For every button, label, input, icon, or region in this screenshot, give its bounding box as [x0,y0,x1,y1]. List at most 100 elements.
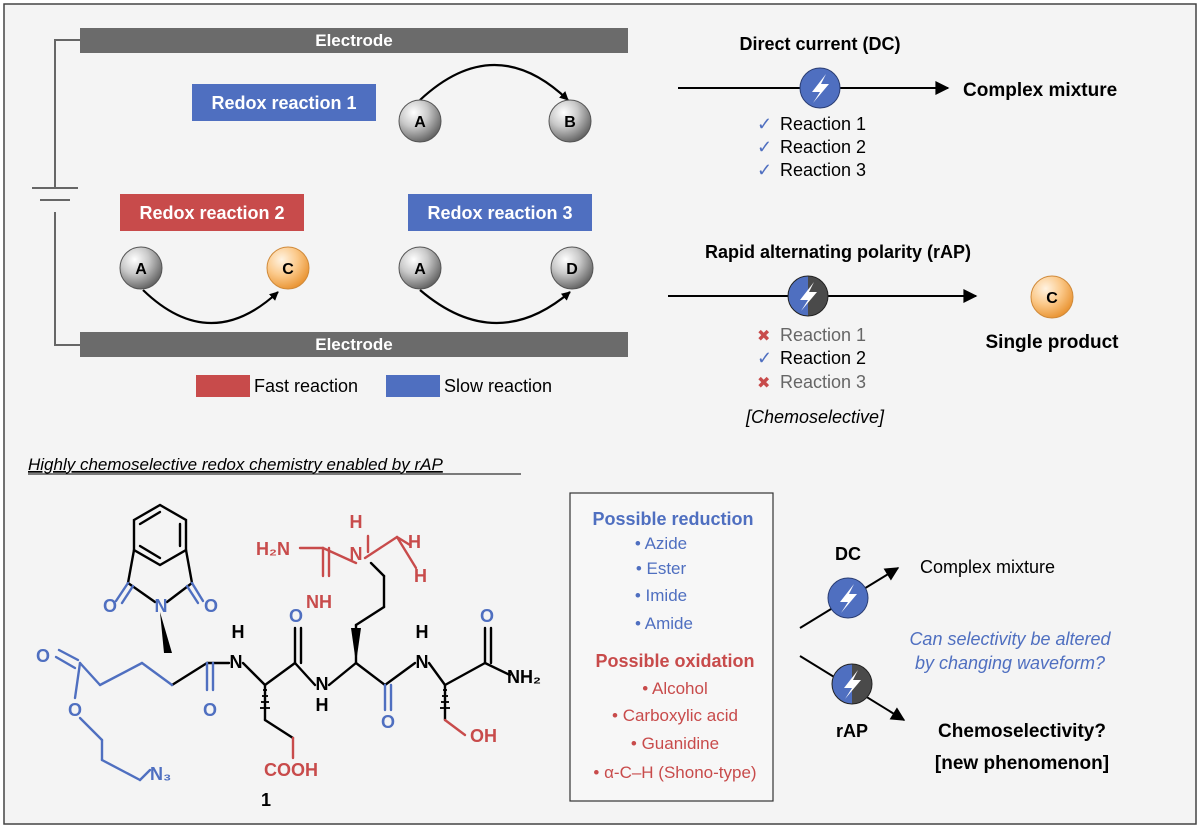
node-a-reaction-1 [398,99,442,143]
node-b-label: B [564,114,576,131]
wedge-bond [351,628,361,663]
reduction-item: • Azide [635,534,687,553]
legend-fast-swatch [196,375,250,397]
lightning-icon [840,584,857,613]
check-icon: ✓ [757,137,772,157]
dc-title: Direct current (DC) [739,34,900,54]
atom-o: O [203,700,217,720]
reduction-item: • Ester [636,559,687,578]
bottom-rap-dark-half [852,664,872,704]
atom-h: H [232,622,245,642]
reaction-1-arrow [419,63,569,101]
redox-reaction-2-label: Redox reaction 2 [139,203,284,223]
bottom-rap-blue-half [832,664,852,704]
atom-n: N [350,544,363,564]
atom-cooh: COOH [264,760,318,780]
atom-h: H [316,695,329,715]
rap-reaction-1: Reaction 1 [780,325,866,345]
lightning-icon [844,670,861,699]
lightning-icon [800,282,817,311]
atom-n: N [316,674,329,694]
wedge-bond [160,612,172,653]
legend-slow-label: Slow reaction [444,376,552,396]
electrode-top-label: Electrode [315,31,392,50]
atom-n: N [230,652,243,672]
redox-reaction-3-box [408,194,592,231]
redox-reaction-1-label: Redox reaction 1 [211,93,356,113]
oxidation-item: • α-C–H (Shono-type) [593,763,756,782]
atom-o: O [204,596,218,616]
bottom-rap-result-2: [new phenomenon] [935,753,1109,774]
node-a-reaction-3-label: A [414,261,426,278]
bottom-dc-label: DC [835,544,861,564]
atom-o: O [36,646,50,666]
lightning-icon [812,74,829,103]
oxidation-item: • Guanidine [631,734,719,753]
rap-reaction-2: Reaction 2 [780,348,866,368]
atom-o: O [381,712,395,732]
cross-icon: ✖ [757,328,770,345]
oxidation-title: Possible oxidation [595,651,754,671]
check-icon: ✓ [757,348,772,368]
node-a-reaction-2-label: A [135,261,147,278]
atom-oh: OH [470,726,497,746]
reaction-3-arrow [419,289,571,325]
redox-reaction-2-box [120,194,304,231]
atom-n: N [416,652,429,672]
rap-circle-dark-half [808,276,828,316]
product-c-node [1030,275,1074,319]
electrode-top [80,28,628,53]
rap-title: Rapid alternating polarity (rAP) [705,242,971,262]
dc-reaction-1: Reaction 1 [780,114,866,134]
oxidation-item: • Carboxylic acid [612,706,738,725]
atom-h: H [350,512,363,532]
node-a-reaction-2 [119,246,163,290]
question-line-2: by changing waveform? [915,653,1105,673]
atom-o: O [289,606,303,626]
legend-slow-swatch [386,375,440,397]
circuit-wire [54,39,80,346]
rap-electrode-circle [787,275,829,317]
reduction-title: Possible reduction [592,509,753,529]
atom-n3: N₃ [150,764,171,784]
node-c [266,246,310,290]
question-line-1: Can selectivity be altered [909,629,1111,649]
atom-n: N [155,596,168,616]
check-icon: ✓ [757,160,772,180]
rap-reaction-3: Reaction 3 [780,372,866,392]
redox-reaction-1-box [192,84,376,121]
possibilities-box [569,492,774,802]
atom-h: H [414,566,427,586]
node-a-reaction-3 [398,246,442,290]
check-icon: ✓ [757,114,772,134]
atom-o: O [103,596,117,616]
bottom-rap-label: rAP [836,721,868,741]
chemoselective-note: [Chemoselective] [745,407,885,427]
dc-result: Complex mixture [963,80,1117,101]
atom-o: O [68,700,82,720]
bottom-dc-result: Complex mixture [920,557,1055,577]
node-c-label: C [282,261,294,278]
atom-o: O [480,606,494,626]
bottom-rap-result-1: Chemoselectivity? [938,721,1106,742]
node-a-reaction-1-label: A [414,114,426,131]
hashed-bonds [260,689,450,709]
dc-reaction-3: Reaction 3 [780,160,866,180]
reaction-2-arrow [142,289,279,325]
redox-reaction-3-label: Redox reaction 3 [427,203,572,223]
atom-h: H [408,532,421,552]
rap-result: Single product [986,332,1120,353]
atom-nh2: NH₂ [507,667,541,687]
atom-h: H [416,622,429,642]
molecule-atoms: O O N O O O H N O N H O H N O NH₂ OH COO… [36,512,541,784]
molecule-bonds-red [291,534,467,760]
legend-fast-label: Fast reaction [254,376,358,396]
atom-h2n: H₂N [256,539,290,559]
product-c-label: C [1046,290,1058,307]
compound-number: 1 [261,790,271,810]
node-d-label: D [566,261,578,278]
electrode-bottom-label: Electrode [315,335,392,354]
dc-reaction-2: Reaction 2 [780,137,866,157]
node-d [550,246,594,290]
